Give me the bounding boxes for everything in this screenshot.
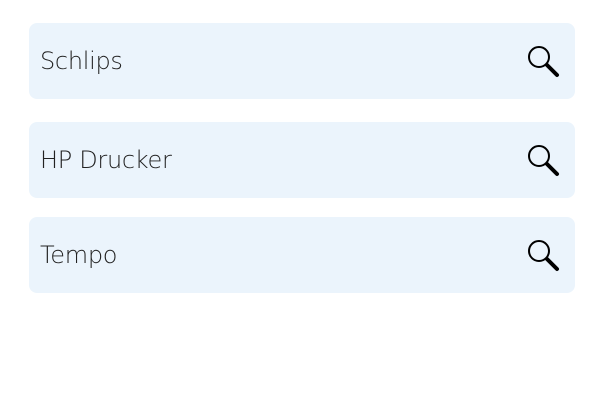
search-field-value: Tempo [40, 241, 118, 269]
search-field-hp-drucker[interactable]: HP Drucker [29, 122, 575, 198]
search-field-value: HP Drucker [40, 146, 172, 174]
search-field-schlips[interactable]: Schlips [29, 23, 575, 99]
search-icon[interactable] [526, 44, 560, 78]
search-icon[interactable] [526, 143, 560, 177]
search-field-tempo[interactable]: Tempo [29, 217, 575, 293]
search-field-value: Schlips [40, 47, 123, 75]
search-icon[interactable] [526, 238, 560, 272]
